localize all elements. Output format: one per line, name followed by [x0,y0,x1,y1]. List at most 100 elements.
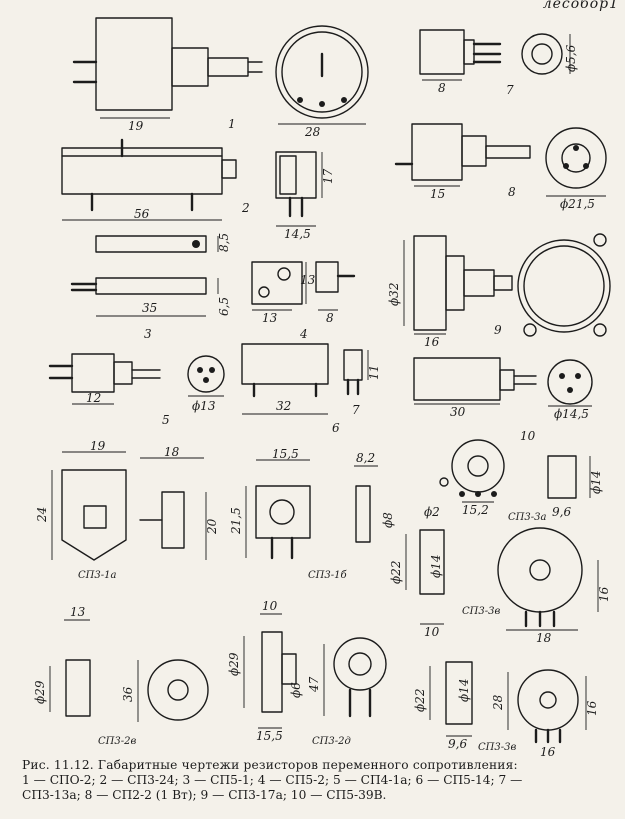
label-9: 9 [494,323,502,337]
caption-legend-line-2: СП3-13а; 8 — СП2-2 (1 Вт); 9 — СП3-17а; … [22,788,387,802]
dim-24: 24 [35,507,49,523]
dim-16-b: 16 [597,586,611,602]
label-4: 4 [299,327,308,341]
caption-title: Рис. 11.12. Габаритные чертежи резисторо… [22,758,518,772]
dim-10: 10 [424,625,440,639]
dim-8-2: 8,2 [356,451,375,465]
dim-phi-21-5: ϕ21,5 [560,197,595,211]
label-7: 7 [506,83,514,97]
dim-9-6: 9,6 [552,505,571,519]
dim-phi-22: ϕ22 [389,561,403,584]
dim-phi-14-b: ϕ14 [429,555,443,578]
dim-15-2: 15,2 [462,503,489,517]
dim-35: 35 [142,301,157,315]
dim-15: 15 [430,187,445,201]
label-3: 3 [144,327,152,341]
dim-phi-22-b: ϕ22 [413,689,427,712]
resistor-8-front-view: ϕ21,5 [545,127,607,211]
dim-18: 18 [164,445,180,459]
dim-13-b: 13 [262,311,278,325]
label-8: 8 [508,185,516,199]
resistor-10-side-view: 30 10 [413,357,537,443]
resistor-1-side-view: 19 1 [72,17,263,133]
tag-sp3-3v-lower: СП3-3в [478,742,516,753]
tag-sp3-3v: СП3-3в [462,606,500,617]
dim-phi-32: ϕ32 [387,283,401,306]
dim-15-5-b: 15,5 [256,729,283,743]
dim-phi-29: ϕ29 [33,680,47,704]
resistor-5-front-view: ϕ13 [187,355,225,413]
dim-13-a: 13 [300,273,316,287]
dim-7: 7 [352,403,360,417]
resistor-4-view: 13 13 8 4 [251,261,356,341]
resistor-9-side-view: ϕ32 16 9 [387,235,513,349]
resistor-3-view: 8,5 35 6,5 3 [70,233,231,341]
resistor-2-end-view: 17 14,5 [275,151,335,241]
dim-9-6-b: 9,6 [448,737,467,751]
dim-17: 17 [321,168,335,184]
caption-legend-line-1: 1 — СПО-2; 2 — СП3-24; 3 — СП5-1; 4 — СП… [22,773,523,787]
tag-sp3-3a: СП3-3а [508,512,546,523]
resistor-5-side-view: 12 5 [48,353,170,427]
dim-phi-13: ϕ13 [192,399,216,413]
dim-phi-14: ϕ14 [589,471,603,494]
dim-19-b: 19 [90,439,106,453]
dim-phi-5-6: ϕ5,6 [564,44,578,72]
resistor-9-front-view [517,233,611,337]
resistor-8-side-view: 15 8 [394,123,531,201]
dim-36: 36 [121,686,135,702]
label-1: 1 [228,117,236,131]
tag-sp3-1a: СП3-1а [78,570,116,581]
figure-caption: Рис. 11.12. Габаритные чертежи резисторо… [22,758,622,803]
tag-sp3-2v: СП3-2в [98,736,136,747]
resistor-2-side-view: 56 2 [61,138,250,221]
dim-6-5: 6,5 [217,297,231,316]
label-5: 5 [162,413,170,427]
dim-phi-14-c: ϕ14 [457,679,471,702]
dim-8: 8 [438,81,446,95]
tag-sp3-1b: СП3-1б [308,570,347,581]
dim-phi-14-5: ϕ14,5 [554,407,589,421]
dim-10-b: 10 [262,599,278,613]
resistor-sp3-3a-views: ϕ2 15,2 ϕ14 9,6 СП3-3а [424,439,603,523]
resistor-10-front-view: ϕ14,5 [547,359,593,421]
dim-8-b: 8 [326,311,334,325]
dim-phi-29-b: ϕ29 [227,652,241,676]
dim-18-b: 18 [536,631,552,645]
dim-11: 11 [367,365,381,380]
dim-20: 20 [205,518,219,535]
dim-phi-6: ϕ6 [289,682,303,698]
resistor-sp3-3v-lower-views: ϕ22 ϕ14 9,6 СП3-3в 28 16 16 [413,661,599,759]
dim-56: 56 [134,207,150,221]
tag-sp3-2d: СП3-2д [312,736,351,747]
resistor-sp3-3v-upper-views: ϕ22 ϕ14 10 СП3-3в 16 18 [389,527,611,645]
dim-28: 28 [304,125,321,139]
dim-30: 30 [450,405,466,419]
dim-28-b: 28 [491,694,505,711]
dim-12: 12 [86,391,101,405]
dim-15-5: 15,5 [272,447,299,461]
resistor-1-front-view: 28 [275,25,369,139]
dim-phi-8: ϕ8 [381,512,395,528]
dim-16-c: 16 [585,700,599,716]
dim-13-d: 13 [70,605,86,619]
label-10: 10 [520,429,536,443]
label-2: 2 [241,201,250,215]
resistor-7-front-view: ϕ5,6 [521,33,578,75]
label-6: 6 [332,421,340,435]
resistor-sp3-2d-views: 10 ϕ29 ϕ6 15,5 47 СП3-2д [227,599,387,747]
dim-16-d: 16 [540,745,556,759]
technical-drawing: 19 1 28 8 7 ϕ5,6 56 2 [33,17,611,759]
dim-32: 32 [276,399,291,413]
dim-47: 47 [307,676,321,693]
dim-21-5: 21,5 [229,507,243,535]
dim-14-5: 14,5 [284,227,311,241]
dim-8-5: 8,5 [217,233,231,252]
resistor-7-side-view: 8 7 [419,29,514,97]
resistor-6-view: 32 6 11 7 [241,343,381,435]
resistor-sp3-1b-views: 15,5 21,5 СП3-1б 8,2 ϕ8 [229,447,395,581]
dim-19: 19 [128,119,144,133]
page-header-fragment: лесобор1 [542,0,619,12]
dim-16: 16 [424,335,440,349]
dim-phi-2: ϕ2 [424,505,440,519]
